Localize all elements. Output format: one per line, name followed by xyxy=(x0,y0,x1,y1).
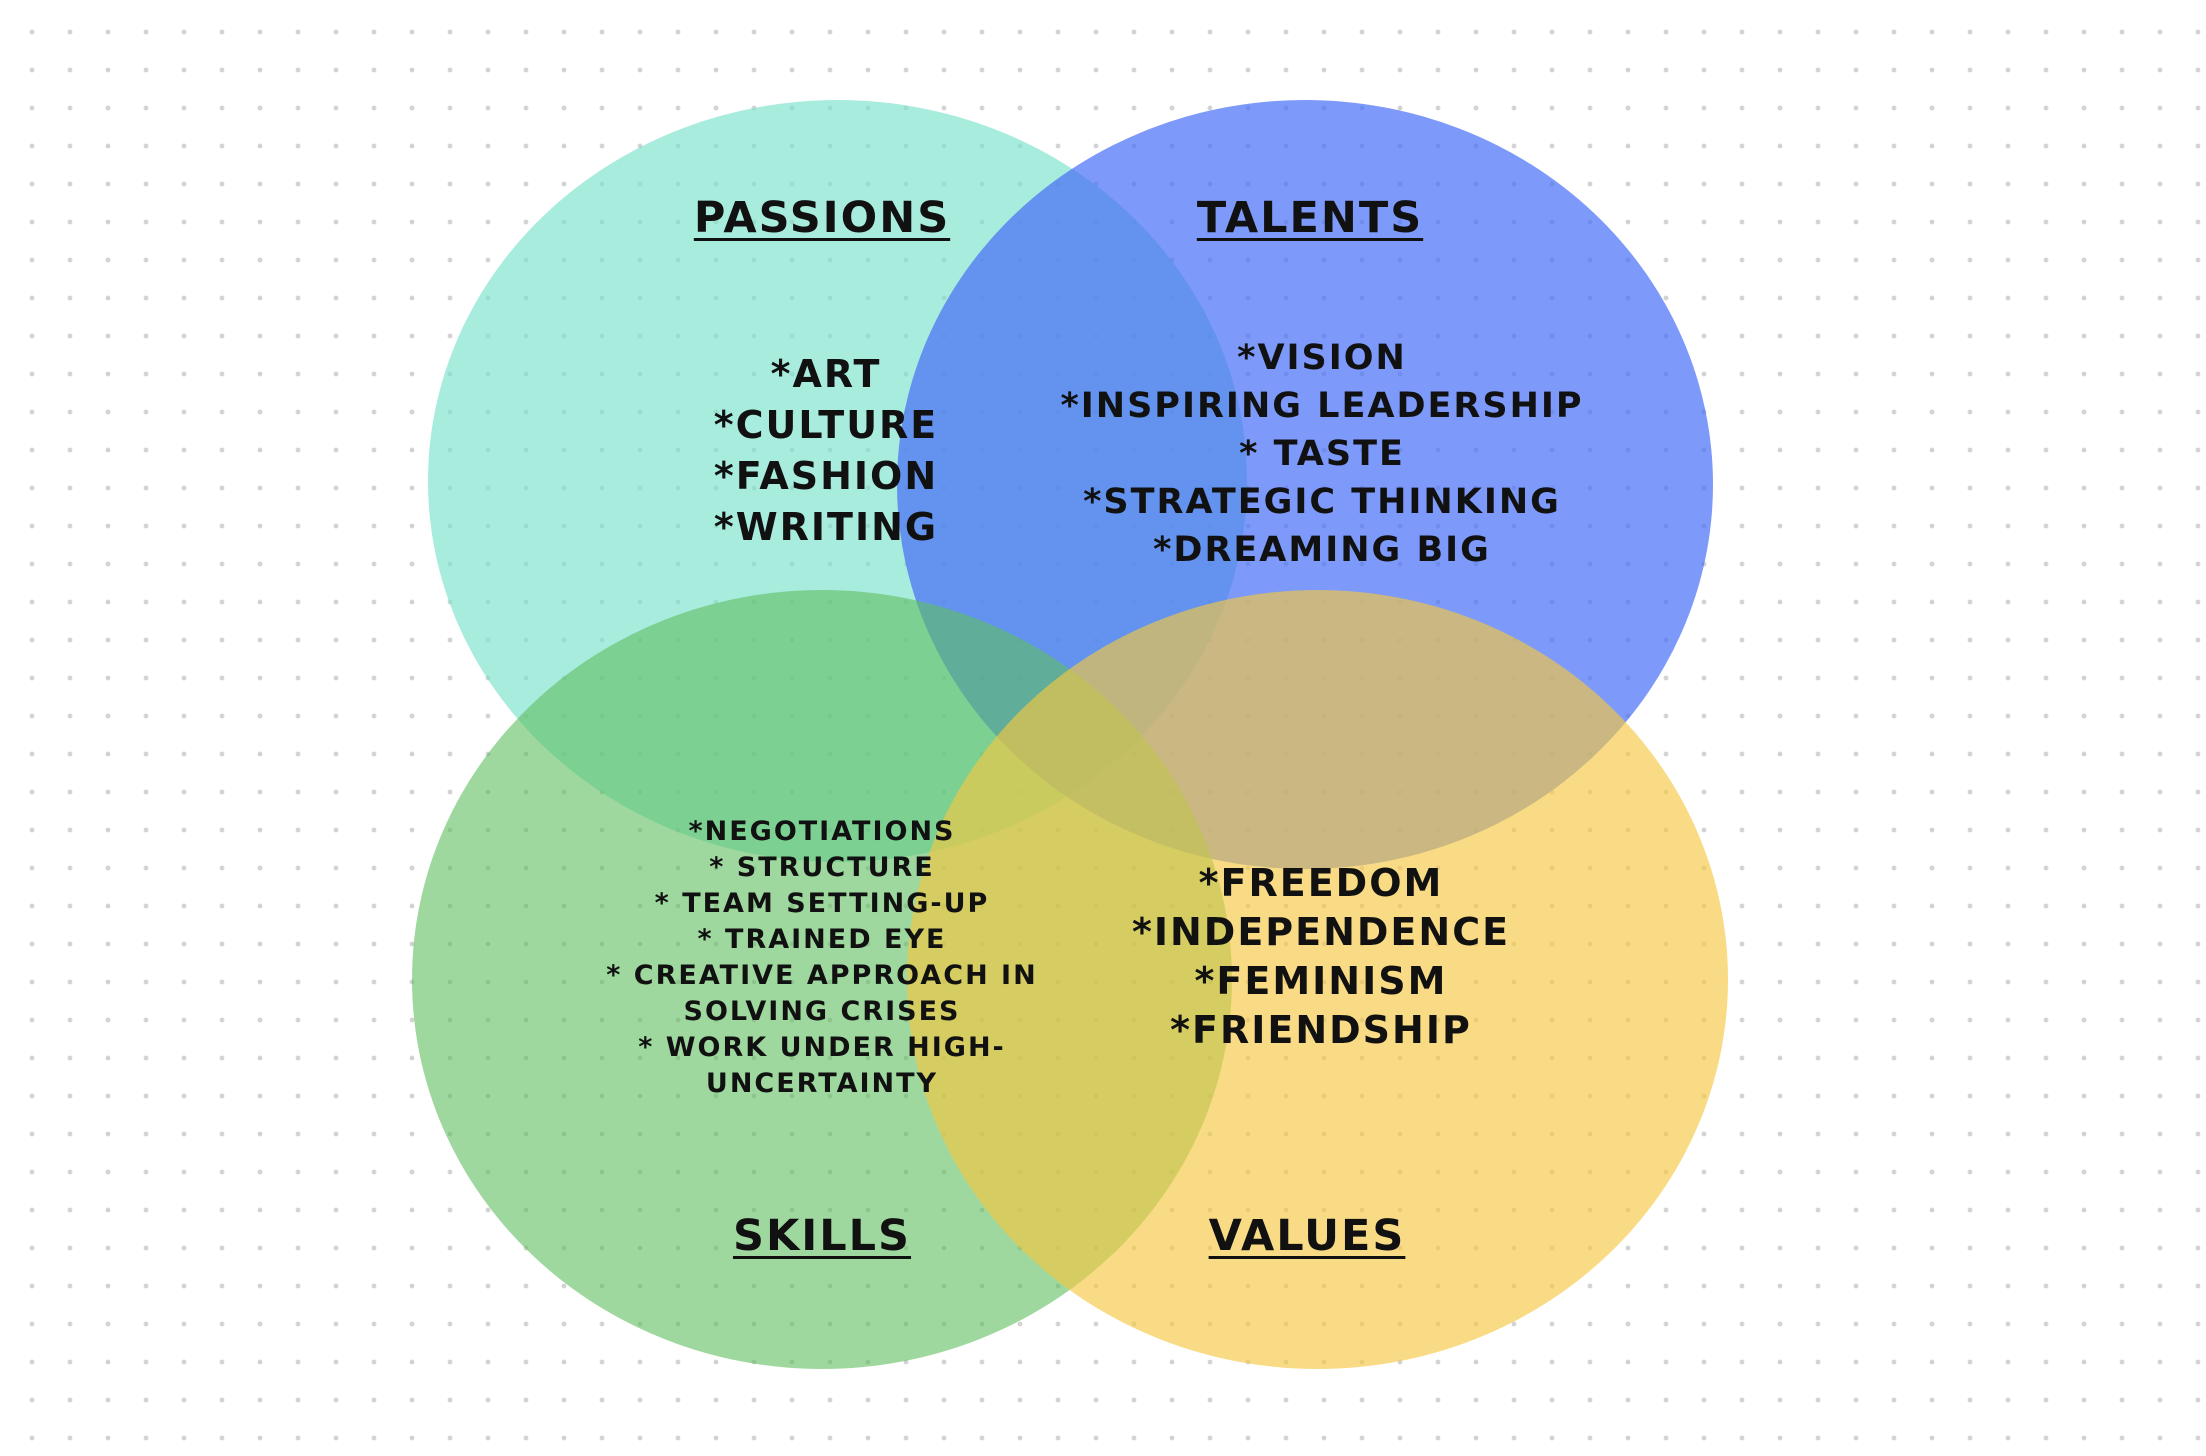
values-item: *FREEDOM xyxy=(1198,861,1444,905)
skills-list: *NEGOTIATIONS * STRUCTURE * TEAM SETTING… xyxy=(606,814,1037,1102)
skills-item: * WORK UNDER HIGH- xyxy=(638,1032,1006,1063)
talents-list: *VISION *INSPIRING LEADERSHIP * TASTE *S… xyxy=(1060,334,1583,574)
skills-item: * STRUCTURE xyxy=(709,852,935,883)
values-list: *FREEDOM *INDEPENDENCE *FEMINISM *FRIEND… xyxy=(1132,859,1510,1055)
values-item: *FRIENDSHIP xyxy=(1170,1008,1472,1052)
talents-heading: TALENTS xyxy=(1196,193,1424,243)
skills-item: * TEAM SETTING-UP xyxy=(654,888,990,919)
talents-item: *INSPIRING LEADERSHIP xyxy=(1060,386,1584,426)
values-item: *INDEPENDENCE xyxy=(1131,910,1511,954)
skills-item: SOLVING CRISES xyxy=(683,996,961,1027)
passions-list: *ART *CULTURE *FASHION *WRITING xyxy=(714,349,939,553)
skills-item: UNCERTAINTY xyxy=(705,1068,939,1099)
passions-item: *WRITING xyxy=(713,505,939,549)
talents-item: *STRATEGIC THINKING xyxy=(1083,482,1561,522)
skills-heading: SKILLS xyxy=(732,1211,912,1261)
skills-item: *NEGOTIATIONS xyxy=(688,816,956,847)
passions-item: *FASHION xyxy=(713,454,939,498)
values-item: *FEMINISM xyxy=(1194,959,1448,1003)
passions-item: *ART xyxy=(770,352,882,396)
skills-item: * CREATIVE APPROACH IN xyxy=(606,960,1038,991)
values-heading: VALUES xyxy=(1208,1211,1406,1261)
talents-item: * TASTE xyxy=(1239,434,1405,474)
talents-item: *DREAMING BIG xyxy=(1153,530,1491,570)
talents-item: *VISION xyxy=(1237,338,1407,378)
values-circle xyxy=(907,590,1728,1369)
passions-heading: PASSIONS xyxy=(693,193,951,243)
passions-item: *CULTURE xyxy=(713,403,939,447)
skills-item: * TRAINED EYE xyxy=(697,924,947,955)
